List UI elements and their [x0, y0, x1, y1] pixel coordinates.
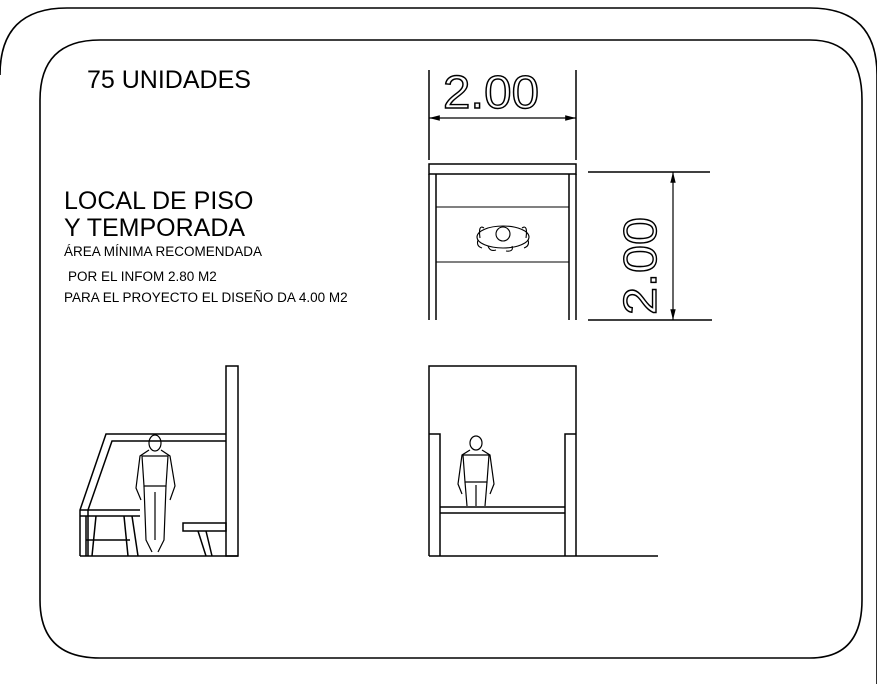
front-elevation-view	[428, 365, 658, 557]
width-dimension-text: 2.00	[443, 66, 539, 118]
person-top-view-icon	[476, 225, 530, 252]
inner-border	[39, 39, 863, 659]
plan-view	[428, 70, 712, 321]
title-line-2: Y TEMPORADA	[64, 214, 246, 242]
outer-border	[0, 7, 877, 684]
title-line-1: LOCAL DE PISO	[64, 187, 254, 215]
note-line-2: POR EL INFOM 2.80 M2	[68, 269, 217, 284]
depth-dimension-text: 2.00	[614, 217, 666, 315]
perspective-view	[79, 365, 239, 557]
note-line-1: ÁREA MÍNIMA RECOMENDADA	[64, 244, 263, 259]
person-figure-icon	[135, 434, 176, 553]
units-label: 75 UNIDADES	[87, 66, 251, 94]
person-figure-icon	[457, 435, 495, 507]
note-line-3: PARA EL PROYECTO EL DISEÑO DA 4.00 M2	[64, 290, 348, 305]
